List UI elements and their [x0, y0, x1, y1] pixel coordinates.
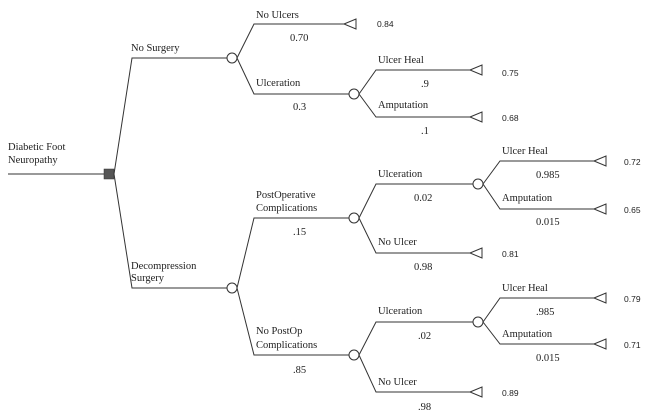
branch-amputation-ns — [358, 93, 470, 118]
branch-ulcer-heal-ns — [358, 69, 470, 95]
branch-postop — [236, 217, 350, 289]
prob-no-ulcer-po: 0.98 — [414, 262, 432, 273]
prob-ulceration-ns: 0.3 — [293, 102, 306, 113]
branch-decompression — [113, 173, 228, 289]
terminal-node — [592, 203, 607, 215]
label-postop-line1: PostOperative — [256, 190, 316, 201]
prob-ulcer-heal-po: 0.985 — [536, 170, 560, 181]
prob-ulceration-npo: .02 — [418, 331, 431, 342]
value-ulcer-heal-npo: 0.79 — [624, 294, 641, 304]
chance-node-no-surgery — [226, 52, 238, 64]
label-no-ulcer-npo: No Ulcer — [378, 377, 417, 388]
prob-amputation-po: 0.015 — [536, 217, 560, 228]
branch-no-ulcer-npo — [358, 354, 470, 393]
label-ulceration-ns: Ulceration — [256, 78, 301, 89]
value-no-ulcer-npo: 0.89 — [502, 388, 519, 398]
value-ulcer-heal-ns: 0.75 — [502, 68, 519, 78]
label-no-ulcers: No Ulcers — [256, 10, 299, 21]
branch-amputation-npo — [482, 321, 594, 345]
prob-ulceration-po: 0.02 — [414, 193, 432, 204]
label-amputation-po: Amputation — [502, 193, 553, 204]
value-no-ulcer-po: 0.81 — [502, 249, 519, 259]
branch-ulceration-ns — [236, 57, 350, 95]
prob-no-postop: .85 — [293, 365, 306, 376]
terminal-node — [592, 292, 607, 304]
branch-ulceration-po — [358, 183, 474, 219]
terminal-node — [592, 338, 607, 350]
label-amputation-ns: Amputation — [378, 100, 429, 111]
prob-ulcer-heal-npo: .985 — [536, 307, 554, 318]
label-no-surgery: No Surgery — [131, 43, 180, 54]
label-ulcer-heal-po: Ulcer Heal — [502, 146, 548, 157]
value-amputation-npo: 0.71 — [624, 340, 641, 350]
decision-node — [103, 168, 115, 180]
branch-no-surgery — [113, 57, 228, 175]
terminal-node — [342, 18, 357, 30]
branch-no-ulcer-po — [358, 217, 470, 254]
label-decompression-line1: Decompression — [131, 261, 197, 272]
label-ulcer-heal-ns: Ulcer Heal — [378, 55, 424, 66]
prob-no-ulcer-npo: .98 — [418, 402, 431, 413]
label-ulceration-npo: Ulceration — [378, 306, 423, 317]
root-label-line2: Neuropathy — [8, 155, 58, 166]
chance-node-ulceration-npo — [472, 316, 484, 328]
chance-node-postop — [348, 212, 360, 224]
prob-amputation-npo: 0.015 — [536, 353, 560, 364]
value-no-ulcers: 0.84 — [377, 19, 394, 29]
terminal-node — [468, 386, 483, 398]
terminal-node — [592, 155, 607, 167]
root-label-line1: Diabetic Foot — [8, 142, 66, 153]
label-amputation-npo: Amputation — [502, 329, 553, 340]
label-postop-line2: Complications — [256, 203, 317, 214]
terminal-node — [468, 111, 483, 123]
branch-ulceration-npo — [358, 321, 474, 356]
prob-postop: .15 — [293, 227, 306, 238]
value-amputation-po: 0.65 — [624, 205, 641, 215]
branch-no-postop — [236, 287, 350, 356]
prob-amputation-ns: .1 — [421, 126, 429, 137]
value-ulcer-heal-po: 0.72 — [624, 157, 641, 167]
label-ulcer-heal-npo: Ulcer Heal — [502, 283, 548, 294]
branch-no-ulcers — [236, 23, 344, 59]
prob-no-ulcers: 0.70 — [290, 33, 308, 44]
prob-ulcer-heal-ns: .9 — [421, 79, 429, 90]
label-no-postop-line2: Complications — [256, 340, 317, 351]
branch-ulcer-heal-po — [482, 160, 594, 185]
terminal-node — [468, 64, 483, 76]
branch-ulcer-heal-npo — [482, 297, 594, 323]
chance-node-decompression — [226, 282, 238, 294]
label-decompression-line2: Surgery — [131, 273, 165, 284]
chance-node-no-postop — [348, 349, 360, 361]
value-amputation-ns: 0.68 — [502, 113, 519, 123]
chance-node-ulceration-po — [472, 178, 484, 190]
label-no-postop-line1: No PostOp — [256, 326, 302, 337]
chance-node-ulceration-ns — [348, 88, 360, 100]
terminal-node — [468, 247, 483, 259]
label-no-ulcer-po: No Ulcer — [378, 237, 417, 248]
label-ulceration-po: Ulceration — [378, 169, 423, 180]
branch-amputation-po — [482, 183, 594, 210]
